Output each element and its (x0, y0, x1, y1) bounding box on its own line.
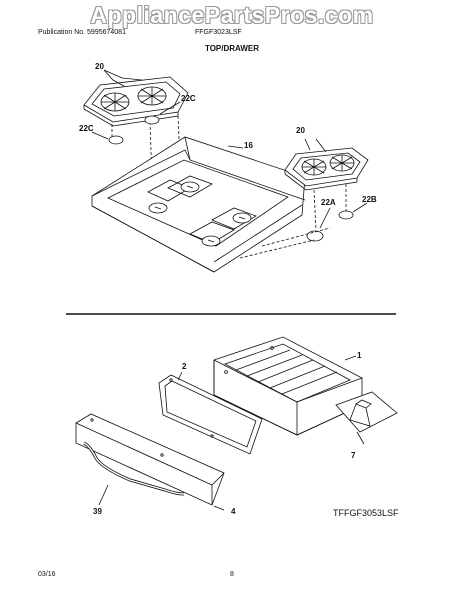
watermark-text: AppliancePartsPros.com (90, 2, 374, 28)
foot-22b (338, 210, 354, 220)
callout-drawer-body: 1 (357, 351, 362, 360)
callout-foot-22c-left: 22C (79, 124, 94, 133)
drawer-body (213, 336, 363, 436)
callout-foot-22b: 22B (362, 195, 377, 204)
section-title: TOP/DRAWER (204, 44, 260, 53)
callout-drawer-handle: 39 (93, 507, 102, 516)
foot-22c-upper (144, 115, 160, 125)
right-burner-grate (284, 147, 369, 191)
model-number: FFGF3023LSF (195, 29, 242, 36)
callout-grate-left: 20 (95, 62, 104, 71)
callout-drawer-front: 4 (231, 507, 236, 516)
callout-cooktop: 16 (244, 141, 253, 150)
foot-22a (306, 230, 324, 242)
drawer-front-panel (75, 413, 225, 506)
drawer-clip (335, 391, 398, 445)
drawer-liner-panel (158, 374, 263, 455)
callout-drawer-clip: 7 (351, 451, 356, 460)
cooktop-panel (91, 136, 306, 273)
drawer-handle (83, 441, 185, 496)
callout-drawer-liner: 2 (182, 362, 187, 371)
model-note: TFFGF3053LSF (333, 508, 399, 518)
foot-22c-left (108, 135, 124, 145)
callout-foot-22a: 22A (321, 198, 336, 207)
callout-grate-right: 20 (296, 126, 305, 135)
publication-number: Publication No. 5995674081 (38, 29, 126, 36)
left-burner-grate (83, 76, 189, 127)
footer-page-number: 8 (230, 571, 234, 578)
footer-date: 03/16 (38, 571, 56, 578)
callout-foot-22c-upper: 22C (181, 94, 196, 103)
